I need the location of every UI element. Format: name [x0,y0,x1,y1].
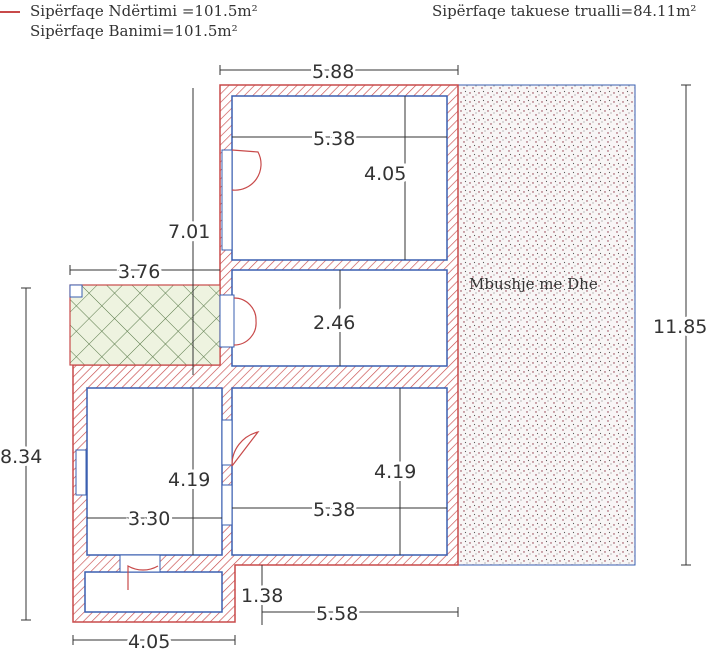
room-4 [231,387,448,556]
dim-bottom-left-width: 4.05 [128,631,170,651]
dim-room1-width: 5.38 [313,128,355,150]
dim-room4-height: 4.19 [374,461,416,483]
door-swing [233,297,257,346]
dim-total-right-height: 11.85 [653,316,707,338]
legend-line [0,11,20,13]
room-1 [231,95,448,261]
fill-label: Mbushje me Dhe [469,275,598,293]
earth-fill-area [457,84,636,566]
dim-room4-width: 5.38 [313,499,355,521]
dim-terrace-width: 3.76 [118,261,160,283]
door-swing [231,149,262,191]
door-opening [221,419,233,466]
living-area-label: Sipërfaqe Banimi=101.5m² [30,22,238,40]
window [221,484,233,526]
door-swing [231,431,260,467]
terrace-corner [69,284,83,298]
door-swing [127,564,159,590]
dim-room3-width: 3.30 [128,508,170,530]
room-5 [84,571,223,613]
dim-room1-height: 4.05 [364,163,406,185]
door-opening [119,554,161,573]
dim-upper-height: 7.01 [168,221,210,243]
dim-bottom-right-width: 5.58 [316,603,358,625]
dim-top-width: 5.88 [312,61,354,83]
window [221,149,233,251]
dim-step-height: 1.38 [241,585,283,607]
door-opening [219,294,235,348]
land-area-label: Sipërfaqe takuese trualli=84.11m² [432,2,697,20]
room-3 [86,387,223,556]
dim-room3-height: 4.19 [168,469,210,491]
dim-left-height: 8.34 [0,446,42,468]
dim-room2-height: 2.46 [313,312,355,334]
terrace [69,284,221,366]
building-area-label: Sipërfaqe Ndërtimi =101.5m² [30,2,258,20]
window [75,449,87,496]
